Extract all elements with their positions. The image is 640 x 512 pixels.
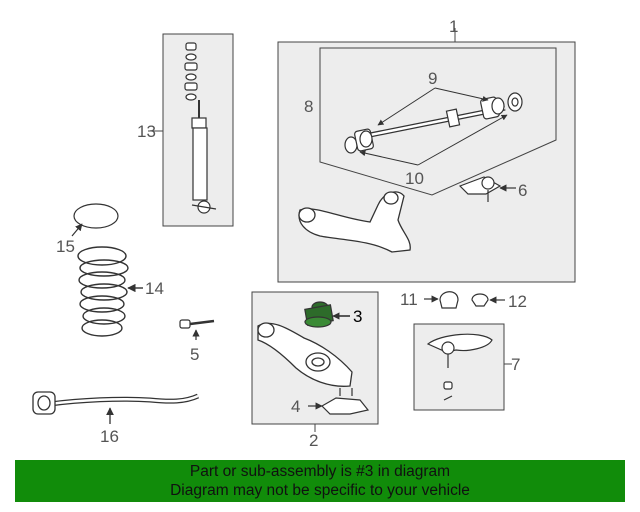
lower-ball-joint-bracket (308, 388, 370, 415)
callout-labels: 1 2 3 4 5 6 7 8 9 10 11 12 13 14 15 16 (56, 17, 527, 450)
upper-arm-group-box (277, 28, 576, 283)
callout-9: 9 (428, 69, 437, 88)
callout-6: 6 (518, 181, 527, 200)
callout-12: 12 (508, 292, 527, 311)
callout-11: 11 (400, 290, 418, 309)
bump-stopper (424, 291, 459, 309)
callout-4: 4 (291, 397, 300, 416)
callout-15: 15 (56, 237, 75, 256)
callout-5: 5 (190, 345, 199, 364)
banner-line-part: Part or sub-assembly is #3 in diagram (189, 463, 451, 480)
bushing-shaft-assembly (344, 92, 523, 154)
callout-2: 2 (309, 431, 318, 450)
banner-line-disclaimer: Diagram may not be specific to your vehi… (170, 482, 470, 499)
shock-absorber (184, 42, 217, 214)
parts-diagram: 1 2 3 4 5 6 7 8 9 10 11 12 13 14 15 16 (32, 17, 576, 450)
callout-10-leaders (359, 114, 508, 166)
upper-ball-joint (458, 176, 516, 202)
callout-8: 8 (304, 97, 313, 116)
upper-control-arm (298, 191, 411, 253)
callout-13: 13 (137, 122, 156, 141)
coil-spring (77, 246, 143, 337)
callout-7: 7 (511, 355, 520, 374)
callout-9-leaders (377, 87, 489, 126)
stabilizer-bar (32, 391, 200, 424)
callout-3: 3 (353, 307, 362, 326)
bolt (179, 319, 215, 340)
callout-10: 10 (405, 169, 424, 188)
callout-14: 14 (145, 279, 164, 298)
callout-1: 1 (449, 17, 458, 36)
spring-seat (71, 203, 119, 237)
info-banner: Part or sub-assembly is #3 in diagram Di… (15, 460, 625, 502)
callout-16: 16 (100, 427, 119, 446)
bump-cushion (471, 293, 505, 307)
lower-ball-joint (426, 333, 493, 401)
lower-control-arm (257, 322, 353, 387)
highlighted-bushing (304, 301, 350, 328)
